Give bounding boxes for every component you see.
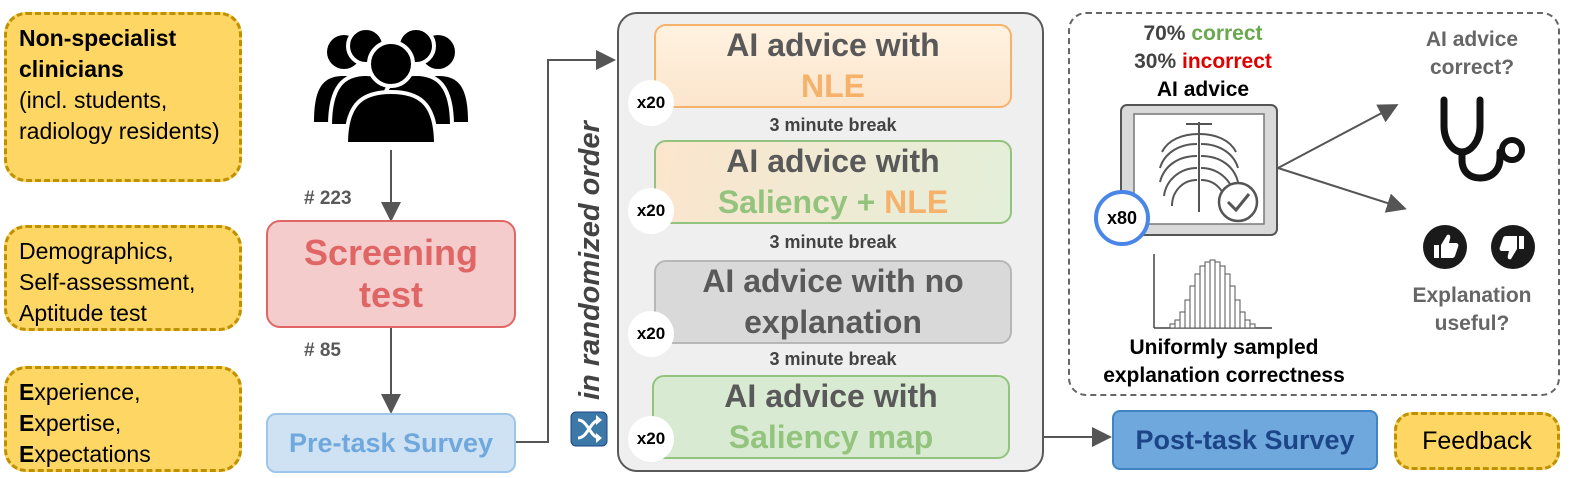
condition-saliency-nle: AI advice with Saliency + NLE — [654, 140, 1012, 224]
correct-ratio: 70% correct — [1143, 22, 1263, 45]
condition-saliency-map: AI advice with Saliency map — [652, 375, 1010, 459]
count-after-screening: # 85 — [304, 340, 341, 361]
break-label: 3 minute break — [769, 349, 897, 369]
participants-box: Non-specialist clinicians (incl. student… — [4, 12, 242, 182]
pre-task-survey-box: Pre-task Survey — [266, 413, 516, 473]
screening-inputs-box: Demographics, Self-assessment, Aptitude … — [4, 225, 242, 331]
screening-input-line: Aptitude test — [19, 300, 147, 326]
stethoscope-icon — [1440, 96, 1525, 182]
checkmark-icon — [1217, 181, 1259, 223]
condition-title: AI advice with no — [702, 263, 964, 299]
survey-input-line: Experience, — [19, 379, 141, 405]
post-task-survey-box: Post-task Survey — [1112, 410, 1378, 470]
participants-detail: (incl. students, radiology residents) — [19, 87, 220, 144]
repeat-badge: x20 — [628, 80, 674, 126]
arrow-xray-to-useful — [1277, 167, 1407, 213]
condition-explanation: explanation — [744, 304, 922, 340]
participants-title: Non-specialist clinicians — [19, 25, 177, 82]
condition-title: AI advice with — [726, 27, 940, 63]
screening-label-line1: Screening — [303, 232, 479, 273]
repeat-badge: x20 — [628, 416, 674, 462]
screening-test-box: Screening test — [266, 220, 516, 328]
condition-explanation: Saliency + NLE — [717, 184, 949, 220]
shuffle-icon — [570, 411, 608, 447]
arrow-survey-to-conditions — [515, 50, 616, 443]
question-explanation-useful: Explanation useful? — [1412, 284, 1532, 335]
sampling-label: Uniformly sampled explanation correctnes… — [1103, 336, 1345, 387]
survey-inputs-box: Experience, Expertise, Expectations — [4, 366, 242, 472]
ai-advice-label: AI advice — [1156, 78, 1250, 101]
condition-explanation: NLE — [801, 68, 865, 104]
screening-label-line2: test — [358, 274, 424, 315]
screening-input-line: Demographics, — [19, 238, 174, 264]
incorrect-ratio: 30% incorrect — [1134, 50, 1272, 73]
condition-no-explanation: AI advice with no explanation — [654, 260, 1012, 344]
count-before-screening: # 223 — [304, 188, 352, 209]
feedback-box: Feedback — [1394, 412, 1560, 470]
case-count-badge: x80 — [1094, 190, 1150, 246]
randomized-order-label: in randomized order — [574, 121, 606, 400]
people-icon — [314, 26, 468, 144]
trial-detail-panel — [1068, 12, 1560, 396]
break-label: 3 minute break — [769, 232, 897, 252]
condition-nle: AI advice with NLE — [654, 24, 1012, 108]
repeat-badge: x20 — [628, 311, 674, 357]
survey-input-line: Expectations — [19, 441, 151, 467]
thumbs-down-icon — [1491, 225, 1535, 269]
survey-input-line: Expertise, — [19, 410, 122, 436]
repeat-badge: x20 — [628, 188, 674, 234]
condition-explanation: Saliency map — [728, 419, 934, 455]
condition-title: AI advice with — [726, 143, 940, 179]
screening-input-line: Self-assessment, — [19, 269, 196, 295]
thumbs-up-icon — [1423, 225, 1467, 269]
arrow-xray-to-correct — [1277, 104, 1399, 169]
break-label: 3 minute break — [769, 115, 897, 135]
condition-title: AI advice with — [724, 378, 938, 414]
question-advice-correct: AI advice correct? — [1425, 28, 1519, 79]
histogram-icon — [1153, 254, 1272, 329]
